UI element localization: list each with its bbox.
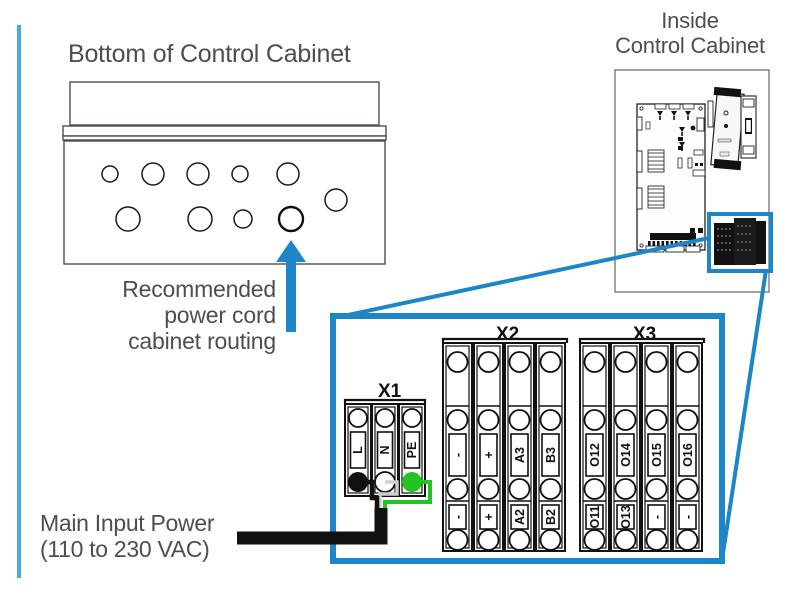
cabinet-bottom-drawing [62,81,387,265]
callout-lines [333,236,768,561]
terminal-label-x2-c3-lower: A2 [513,509,527,525]
terminal-label-x3-c3-upper: O15 [650,443,664,467]
terminal-block-label-x3: X3 [633,324,657,345]
terminal-block-label-x1: X1 [378,381,402,402]
page-title-bottom-cabinet: Bottom of Control Cabinet [68,40,351,68]
power-cord-wiring [237,479,432,545]
terminal-label-x3-c1-lower: O11 [588,505,602,529]
terminal-label-x2-c2-lower: + [482,513,496,521]
inside-cabinet-photo [614,69,773,293]
photo-highlight-box [707,212,773,273]
terminal-connector-block [714,218,766,265]
terminal-label-x1-l: L [351,446,365,454]
terminal-block-x3 [578,337,706,552]
terminal-label-x3-c1-upper: O12 [588,443,602,467]
terminal-label-x3-c2-lower: O13 [619,505,633,529]
terminal-label-x3-c4-upper: O16 [681,443,695,467]
routing-arrow-up [276,240,306,332]
terminal-label-x2-c4-lower: B2 [544,509,558,525]
page-title-inside-cabinet: Inside Control Cabinet [615,8,765,59]
terminal-label-x2-c1-upper: - [451,452,465,458]
label-recommended-routing: Recommended power cord cabinet routing [122,276,276,355]
terminal-block-label-x2: X2 [496,324,520,345]
terminal-label-x1-pe: PE [405,441,419,459]
terminal-label-x2-c2-upper: + [482,451,496,459]
power-supply-module [707,86,757,171]
terminal-label-x1-n: N [378,445,392,455]
terminal-label-x3-c4-lower: - [681,514,695,520]
terminal-label-x3-c2-upper: O14 [619,443,633,467]
label-main-input-power: Main Input Power (110 to 230 VAC) [40,510,215,563]
left-accent-bar [17,25,21,578]
terminal-block-x2 [441,337,569,552]
terminal-label-x3-c3-lower: - [650,514,664,520]
terminal-label-x2-c1-lower: - [451,514,465,520]
terminal-label-x2-c3-upper: A3 [513,447,527,463]
pcb-board [636,103,706,253]
terminal-label-x2-c4-upper: B3 [544,447,558,463]
